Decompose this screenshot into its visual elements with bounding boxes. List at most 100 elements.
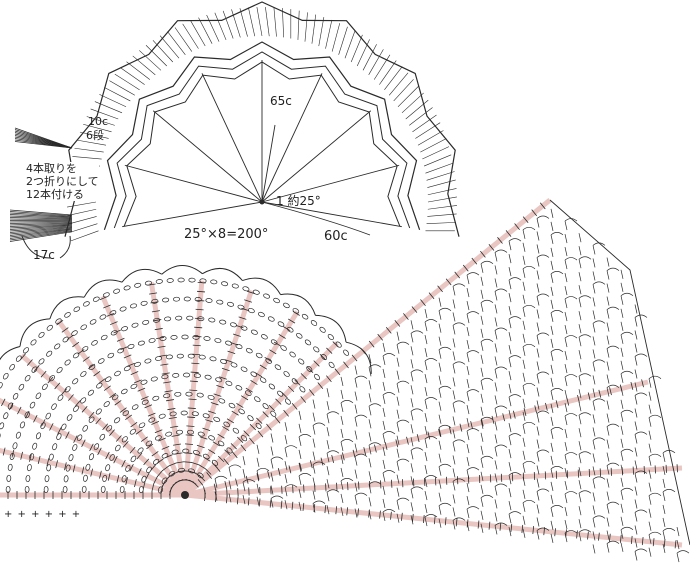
chain-stitch xyxy=(0,382,3,389)
scallop-edge xyxy=(280,293,316,316)
chain-stitch xyxy=(27,464,32,472)
stitch xyxy=(620,503,624,513)
stitch xyxy=(592,505,596,515)
chain-stitch xyxy=(219,319,227,325)
double-crochet xyxy=(320,457,324,466)
stitch xyxy=(564,519,568,530)
fringe-strand xyxy=(14,141,73,149)
chain-arc xyxy=(522,265,536,270)
double-crochet xyxy=(49,423,54,431)
chain-stitch xyxy=(314,373,320,381)
chain-arc xyxy=(536,332,550,336)
stitch xyxy=(550,208,554,218)
chain-stitch xyxy=(161,477,168,484)
fringe-strand xyxy=(9,224,73,229)
stitch xyxy=(438,453,442,463)
chain-arc xyxy=(662,489,676,493)
chain-stitch xyxy=(228,402,236,409)
double-crochet xyxy=(109,392,117,399)
hatch-line xyxy=(145,45,167,67)
chain-stitch xyxy=(80,324,87,330)
stitch xyxy=(284,474,288,484)
chain-arc xyxy=(508,355,522,359)
stitch xyxy=(494,356,498,366)
chain-stitch xyxy=(277,321,285,327)
double-crochet xyxy=(122,441,129,448)
stitch xyxy=(256,457,260,467)
stitch xyxy=(606,504,610,514)
double-crochet xyxy=(17,406,22,415)
chain-stitch xyxy=(137,340,145,346)
chain-stitch xyxy=(123,285,131,291)
stitch xyxy=(620,295,624,305)
chain-stitch xyxy=(202,413,210,419)
chain-arc xyxy=(424,475,438,479)
stitch xyxy=(466,444,470,454)
stitch xyxy=(522,307,526,317)
chain-arc xyxy=(564,374,578,378)
stitch xyxy=(536,452,540,462)
chain-stitch xyxy=(46,350,53,357)
double-crochet xyxy=(385,326,392,334)
stitch xyxy=(410,502,414,512)
chain-stitch xyxy=(270,410,277,417)
chain-stitch xyxy=(177,467,185,473)
stitch xyxy=(578,467,582,477)
double-crochet xyxy=(471,257,478,265)
chain-stitch xyxy=(45,412,51,420)
chain-arc xyxy=(242,479,256,483)
double-crochet xyxy=(522,216,529,224)
chain-stitch xyxy=(205,298,213,303)
chain-stitch xyxy=(65,464,71,472)
inner-band-edge-1 xyxy=(113,51,411,229)
stitch xyxy=(354,508,358,518)
stitch xyxy=(592,492,596,502)
stitch xyxy=(536,231,540,241)
stitch xyxy=(620,516,624,526)
double-crochet xyxy=(171,434,180,437)
chain-arc xyxy=(298,473,312,477)
stitch xyxy=(536,218,540,228)
chain-stitch xyxy=(144,358,152,364)
stitch xyxy=(536,400,540,410)
double-crochet xyxy=(470,421,473,430)
stitch xyxy=(606,517,610,527)
double-crochet xyxy=(406,436,409,445)
double-crochet xyxy=(115,435,122,442)
double-crochet xyxy=(462,264,469,272)
double-crochet xyxy=(609,387,612,396)
stitch xyxy=(382,433,386,444)
stitch xyxy=(662,465,666,475)
stitch xyxy=(466,314,470,324)
chain-stitch xyxy=(130,455,137,463)
stitch xyxy=(536,426,540,436)
double-crochet xyxy=(269,349,277,355)
double-crochet xyxy=(2,447,6,456)
chain-arc xyxy=(634,470,648,474)
stitch xyxy=(340,506,344,516)
chain-stitch xyxy=(42,383,48,390)
fringe-strand xyxy=(9,229,73,239)
chain-arc xyxy=(648,375,662,379)
chain-stitch xyxy=(82,425,88,432)
hatch-line xyxy=(68,216,97,225)
stitch xyxy=(214,491,218,501)
stitch xyxy=(298,410,302,420)
hatch-line xyxy=(198,17,213,44)
stitch xyxy=(340,415,344,425)
hatch-line xyxy=(231,9,241,38)
stitch xyxy=(368,458,372,468)
stitch xyxy=(592,284,596,294)
chain-stitch xyxy=(72,378,79,385)
stitch xyxy=(452,481,456,491)
double-crochet xyxy=(116,474,120,483)
hatch-line xyxy=(99,94,127,108)
stitch xyxy=(242,495,246,505)
double-crochet xyxy=(235,478,238,487)
stitch xyxy=(410,398,414,408)
stitch xyxy=(564,402,568,413)
chain-stitch xyxy=(56,367,63,374)
double-crochet xyxy=(224,359,233,363)
hatch-line xyxy=(344,30,356,59)
stitch xyxy=(326,401,330,411)
